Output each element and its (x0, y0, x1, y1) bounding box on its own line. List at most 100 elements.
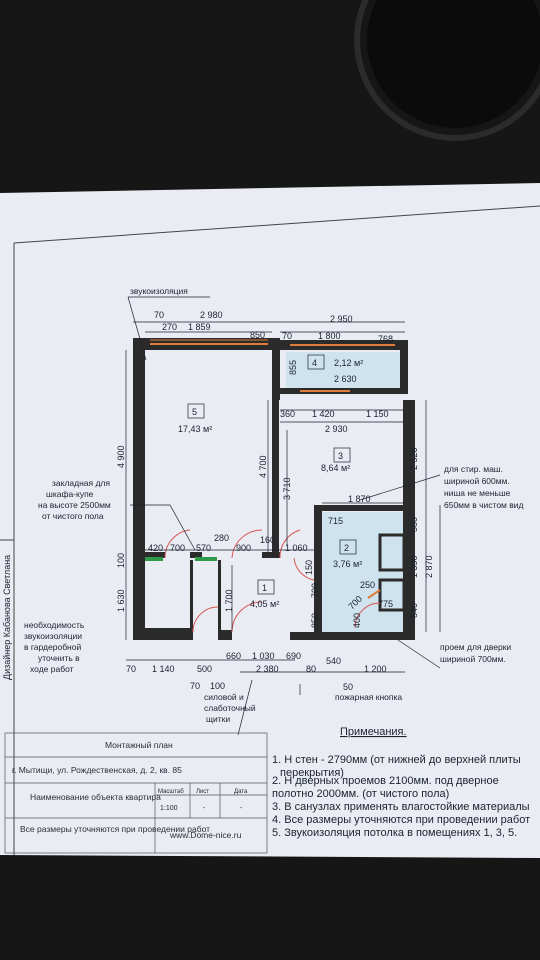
dim-top-850: 850 (250, 330, 265, 340)
dim-right-2520: 2 520 (409, 447, 419, 470)
dim-row-420: 420 (148, 543, 163, 553)
room-1-number-box (257, 579, 275, 595)
dim-bot-1200: 1 200 (364, 664, 387, 674)
dim-bath-850: 850 (310, 613, 320, 628)
room-4-number-box (307, 354, 325, 370)
room-5: 5 17,43 м² (178, 403, 212, 434)
door-opening-note-line-2: шириной 700мм. (440, 654, 506, 664)
dim-bath-715: 715 (328, 516, 343, 526)
round-object (367, 0, 540, 128)
dim-mid-4700: 4 700 (258, 455, 268, 478)
wall-partition-1 (145, 552, 165, 558)
dim-bot-2380: 2 380 (256, 664, 279, 674)
dim-bath-700b: 700 (310, 583, 320, 598)
dim-r3-3710: 3 710 (282, 477, 292, 500)
dim-balcony-2630: 2 630 (334, 374, 357, 384)
door-arc-shower (354, 602, 381, 629)
dim-bath-250: 250 (360, 580, 375, 590)
dim-bath-400: 400 (352, 613, 362, 628)
wall-partition-2 (190, 552, 202, 558)
wall-bottom-left (133, 628, 193, 640)
wardrobe-note: закладная для шкафа-купе на высоте 2500м… (38, 478, 111, 521)
wall-bottom-right (290, 632, 415, 640)
door-arc-entrance (231, 601, 263, 633)
soundproof-note-line-1: необходимость (24, 620, 85, 630)
door-arc-wardrobe (192, 606, 219, 633)
room-4: 4 2,12 м² (307, 354, 363, 370)
dim-top-right-70: 70 (282, 331, 292, 341)
dim-bot-80: 80 (306, 664, 316, 674)
stamp-scale-header: Масштаб (158, 789, 184, 795)
stamp-scale: 1:100 (160, 805, 178, 812)
wall-bottom-mid (218, 630, 232, 640)
dim-row-160: 160 (260, 535, 275, 545)
green-mark-2 (195, 557, 217, 561)
stamp-object-name: Наименование объекта квартира (30, 792, 161, 802)
dim-right-580: 580 (409, 517, 419, 532)
wall-partition-3 (262, 552, 280, 558)
room-2-area: 3,76 м² (333, 559, 362, 569)
dim-row-1060: 1 060 (285, 543, 308, 553)
wardrobe-wall (190, 560, 193, 630)
washer-note-line-2: шириной 600мм. (444, 476, 510, 486)
note-line-4: полотно 2000мм. (от чистого пола) (272, 788, 449, 800)
dimension-texts: 70 2 980 270 1 859 850 2 950 70 1 800 76… (116, 310, 434, 692)
room-5-number-box (187, 403, 205, 419)
note-line-7: 5. Звукоизоляция потолка в помещениях 1,… (272, 827, 517, 839)
door-arc-hall (231, 529, 263, 559)
dim-top-2950: 2 950 (330, 314, 353, 324)
hall-wall (218, 560, 221, 630)
room-2-number: 2 (344, 543, 349, 553)
green-mark-1 (145, 557, 163, 561)
notes-block: Примечания. 1. Н стен - 2790мм (от нижне… (272, 726, 530, 839)
dim-balcony-855: 855 (288, 360, 298, 375)
door-opening-note-line-1: проем для дверки (440, 642, 511, 652)
leader-lines (127, 296, 441, 736)
wall-bath-left (314, 505, 322, 632)
dim-top-1800: 1 800 (318, 331, 341, 341)
room-4-number: 4 (312, 358, 317, 368)
dim-row-280: 280 (214, 533, 229, 543)
soundproof-note-line-2: звукоизоляции (24, 631, 82, 641)
shaft (378, 578, 406, 612)
dim-bot-70: 70 (126, 664, 136, 674)
washer-niche (378, 533, 406, 572)
note-line-6: 4. Все размеры уточняются при проведении… (272, 814, 530, 826)
bathroom-fill (322, 512, 404, 632)
wardrobe-note-line-3: на высоте 2500мм (38, 500, 111, 510)
dim-top-768: 768 (378, 334, 393, 344)
round-object-rim (354, 0, 540, 141)
washer-note: для стир. маш. шириной 600мм. ниша не ме… (444, 464, 524, 510)
wall-bath-top (314, 505, 404, 511)
note-line-1: 1. Н стен - 2790мм (от нижней до верхней… (272, 754, 521, 766)
dim-right-840: 840 (409, 603, 419, 618)
washer-note-line-4: 650мм в чистом вид (444, 500, 524, 510)
soundproof-top-label: звукоизоляция (130, 286, 188, 296)
power-note-line-2: слаботочный (204, 703, 256, 713)
dim-bath-150: 150 (304, 560, 314, 575)
room-2-number-box (339, 539, 357, 555)
wall-right (403, 400, 415, 640)
room-3-area: 8,64 м² (321, 463, 350, 473)
wall-left (133, 338, 145, 640)
designer-label: Дизайнер Кабанова Светлана (2, 555, 12, 680)
room-1-number: 1 (262, 583, 267, 593)
dim-bot-660: 660 (226, 651, 241, 661)
power-note: силовой и слаботочный щитки (204, 692, 256, 724)
door-arc-room5 (164, 529, 191, 559)
door-arc-bath (293, 557, 315, 581)
stamp-title: Монтажный план (105, 740, 173, 750)
title-block: Монтажный план г. Мытищи, ул. Рождествен… (4, 732, 268, 854)
dim-bot-1030: 1 030 (252, 651, 275, 661)
dim-left-100: 100 (116, 553, 126, 568)
room-4-area: 2,12 м² (334, 358, 363, 368)
dim-r3-1420: 1 420 (312, 409, 335, 419)
frame-top (13, 205, 540, 244)
dim-bath-1870: 1 870 (348, 494, 371, 504)
note-line-5: 3. В санузлах применять влагостойкие мат… (272, 801, 530, 813)
dimension-lines (125, 321, 441, 673)
power-note-line-3: щитки (206, 714, 230, 724)
dim-bot-500: 500 (197, 664, 212, 674)
power-note-line-1: силовой и (204, 692, 244, 702)
shower-door (367, 589, 381, 599)
